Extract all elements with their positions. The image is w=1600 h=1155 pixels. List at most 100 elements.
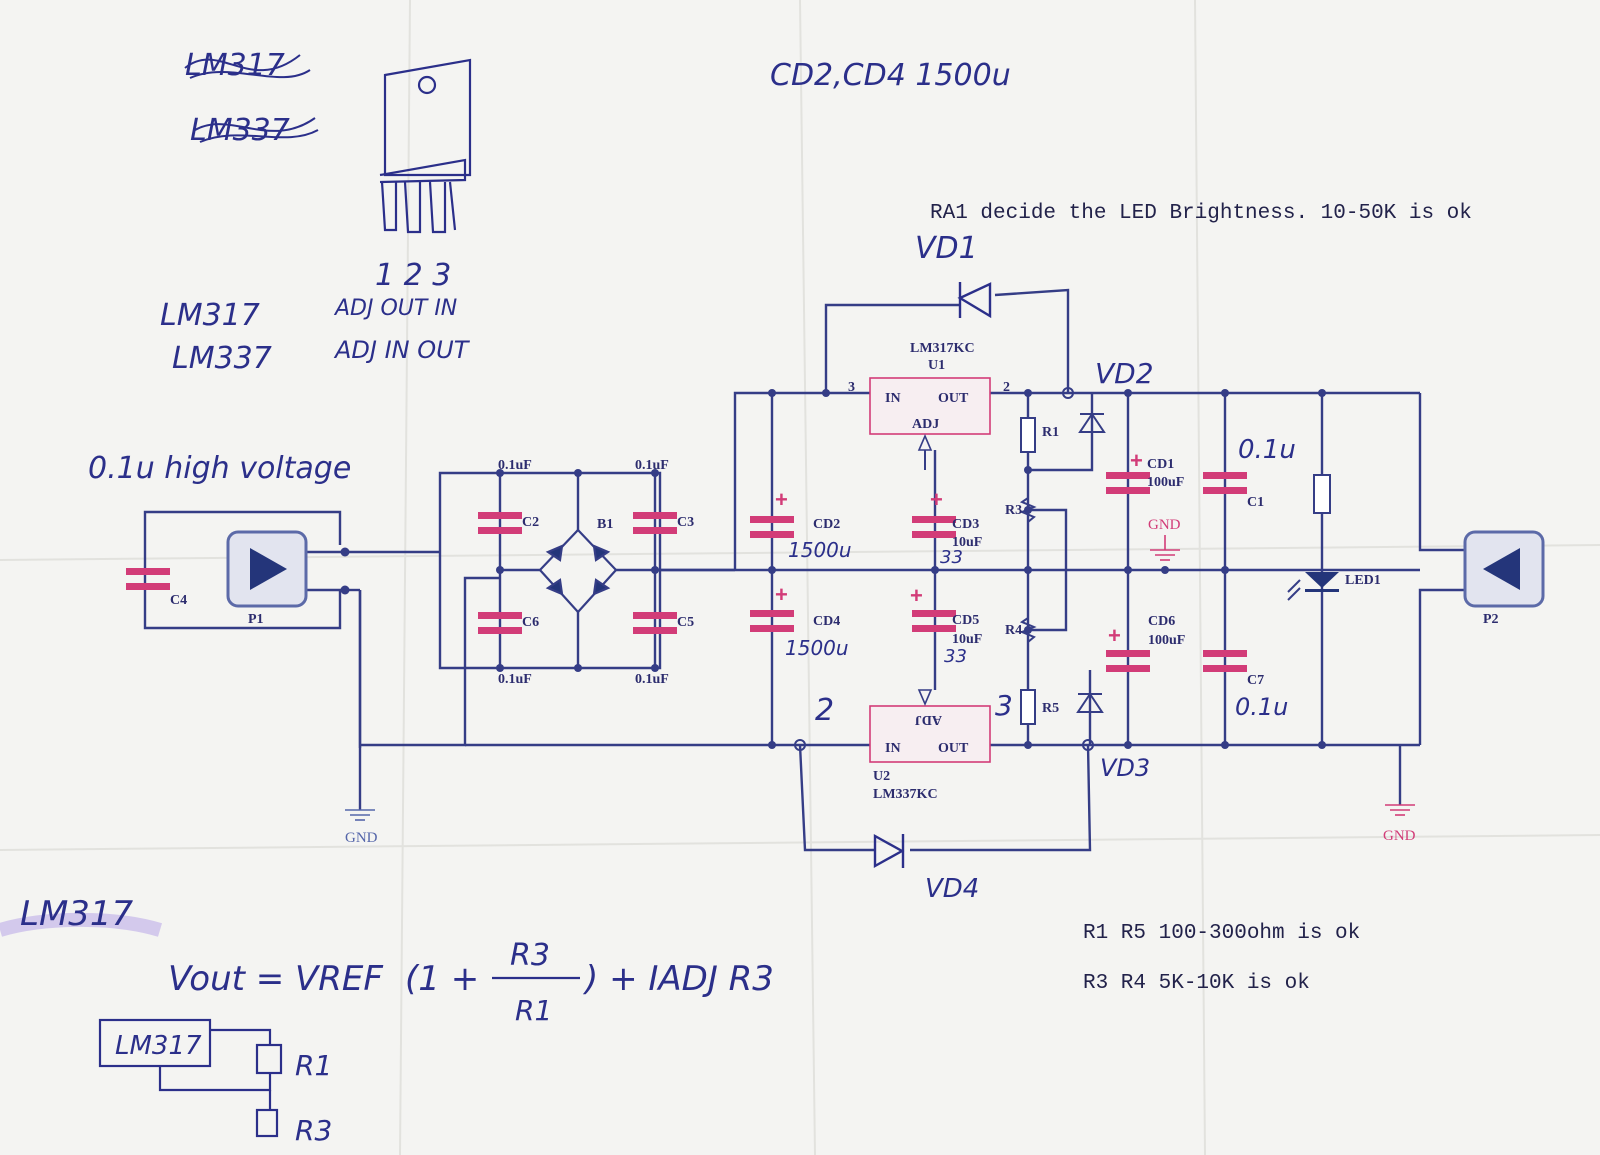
c2-capacitor <box>478 512 522 534</box>
p2-label: P2 <box>1483 612 1499 627</box>
u2-out: OUT <box>938 741 969 756</box>
u2-regulator <box>869 689 991 763</box>
cd1-capacitor: + <box>1106 448 1150 494</box>
svg-text:+: + <box>1130 448 1143 473</box>
formula-tail: ) + IADJ R3 <box>582 959 774 999</box>
r1-resistor <box>1020 417 1036 453</box>
vd3-diode <box>1076 692 1104 713</box>
highlighter-stroke <box>0 912 163 937</box>
cd5-hand-value: 33 <box>944 646 967 667</box>
vd2-label: VD2 <box>1095 357 1154 390</box>
svg-text:+: + <box>1108 623 1121 648</box>
lm337-label: LM337 <box>172 341 272 376</box>
pin-numbers: 1 2 3 <box>375 258 451 293</box>
to220-package-sketch <box>379 58 472 234</box>
c2-label: C2 <box>522 515 539 530</box>
u2-pin3-hand: 3 <box>995 689 1013 722</box>
c5-capacitor <box>633 612 677 634</box>
lm337-pinout: ADJ IN OUT <box>333 336 471 364</box>
cd3-label: CD3 <box>952 517 979 532</box>
led1 <box>1287 572 1339 601</box>
p2-connector <box>1463 530 1545 608</box>
u2-ref: U2 <box>873 769 890 784</box>
cd3-hand-value: 33 <box>940 547 963 568</box>
r3-r4-note: R3 R4 5K-10K is ok <box>1083 972 1310 995</box>
lm317-pinout: ADJ OUT IN <box>333 296 457 321</box>
led1-label: LED1 <box>1345 573 1381 588</box>
r5-resistor <box>1020 689 1036 725</box>
vd3-label: VD3 <box>1100 754 1150 782</box>
cd4-capacitor: + <box>750 582 794 632</box>
formula-denominator: R1 <box>515 994 552 1027</box>
cd6-capacitor: + <box>1106 623 1150 672</box>
r4-label: R4 <box>1005 623 1022 638</box>
play-arrow-icon <box>250 548 287 590</box>
gnd-mid-symbol <box>1150 535 1180 561</box>
mini-lm317: LM317 <box>115 1031 202 1061</box>
cd2-label: CD2 <box>813 517 840 532</box>
vd1-label: VD1 <box>915 231 978 266</box>
u1-in: IN <box>885 391 901 406</box>
u2-part: LM337KC <box>873 787 938 802</box>
formula-lhs: Vout = VREF <box>168 959 383 999</box>
svg-text:+: + <box>775 582 788 607</box>
cd4-hand-value: 1500u <box>785 636 849 660</box>
svg-text:+: + <box>910 583 923 608</box>
vd1-diode <box>957 282 992 319</box>
bridge-rectifier-b1 <box>538 528 618 614</box>
mini-divider-sketch <box>98 1018 283 1138</box>
c6-capacitor <box>478 612 522 634</box>
c6-value: 0.1uF <box>498 672 532 687</box>
r5-label: R5 <box>1042 701 1059 716</box>
p1-connector <box>226 530 308 608</box>
junction-dots <box>340 387 1326 751</box>
c1-hand-value: 0.1u <box>1238 435 1296 465</box>
mini-r3: R3 <box>295 1114 332 1147</box>
c3-capacitor <box>633 512 677 534</box>
formula-paren: (1 + <box>405 959 479 999</box>
c4-label: C4 <box>170 593 187 608</box>
u1-pin2: 2 <box>1003 380 1010 395</box>
u2-in: IN <box>885 741 901 756</box>
lm317-label: LM317 <box>160 298 260 333</box>
c7-label: C7 <box>1247 673 1264 688</box>
cd2-hand-value: 1500u <box>788 538 852 562</box>
r1-r5-note: R1 R5 100-300ohm is ok <box>1083 922 1360 945</box>
formula-title: LM317 <box>20 894 134 934</box>
gnd-mid-label: GND <box>1148 517 1181 533</box>
r3-label: R3 <box>1005 503 1022 518</box>
cd5-capacitor: + <box>910 583 956 632</box>
c5-value: 0.1uF <box>635 672 669 687</box>
crossed-out-part-names: LM317 LM337 <box>184 48 319 148</box>
gnd-right-label: GND <box>1383 828 1416 844</box>
cd5-label: CD5 <box>952 613 979 628</box>
ra1-note: RA1 decide the LED Brightness. 10-50K is… <box>930 202 1472 225</box>
cd2-capacitor: + <box>750 487 794 538</box>
ra1-resistor <box>1313 474 1331 514</box>
cd4-label: CD4 <box>813 614 840 629</box>
cd3-capacitor: + <box>912 487 956 538</box>
u1-pin3: 3 <box>848 380 855 395</box>
c4-capacitor <box>126 568 170 590</box>
u1-regulator <box>869 377 991 470</box>
caps-note: CD2,CD4 1500u <box>770 58 1011 93</box>
c2-value: 0.1uF <box>498 458 532 473</box>
c5-label: C5 <box>677 615 694 630</box>
u1-adj: ADJ <box>912 417 939 432</box>
cd6-label: CD6 <box>1148 614 1175 629</box>
mini-r1: R1 <box>295 1049 332 1082</box>
cd3-value: 10uF <box>952 535 982 550</box>
p1-label: P1 <box>248 612 264 627</box>
u2-pin2-hand: 2 <box>815 693 834 728</box>
b1-label: B1 <box>597 517 613 532</box>
cd1-value: 100uF <box>1147 475 1184 490</box>
c3-label: C3 <box>677 515 694 530</box>
svg-text:+: + <box>930 487 943 512</box>
gnd-right-symbol <box>1385 804 1415 816</box>
gnd-left-symbol <box>345 809 375 821</box>
u1-out: OUT <box>938 391 969 406</box>
c1-capacitor <box>1203 472 1247 494</box>
cap-high-voltage-note: 0.1u high voltage <box>88 451 351 486</box>
